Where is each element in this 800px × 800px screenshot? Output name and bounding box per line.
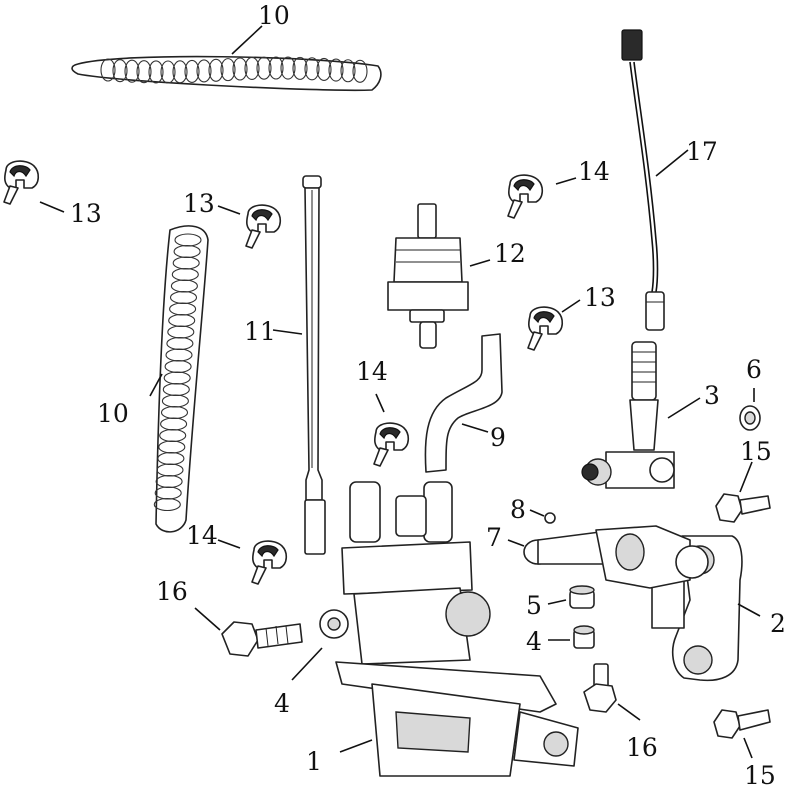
hose-ring bbox=[280, 56, 296, 80]
hose-ring bbox=[112, 59, 128, 83]
corrugated-hose-left bbox=[153, 225, 209, 533]
bent-hose bbox=[424, 333, 503, 473]
callout-5: 5 bbox=[526, 591, 542, 620]
hose-ring bbox=[256, 56, 272, 80]
hose-ring bbox=[196, 59, 212, 83]
hose-ring bbox=[304, 57, 320, 81]
bushing-4-left bbox=[319, 609, 349, 639]
o-ring-small bbox=[544, 512, 556, 524]
hose-clip bbox=[507, 174, 544, 219]
hose-clip bbox=[3, 160, 40, 205]
hose-ring bbox=[316, 57, 332, 81]
bolt-upper bbox=[715, 493, 771, 523]
hose-ring bbox=[184, 59, 200, 83]
inline-filter bbox=[387, 203, 469, 349]
callout-4-right: 4 bbox=[526, 627, 542, 656]
bushing-4-right bbox=[573, 625, 595, 649]
hose-ring bbox=[292, 56, 308, 80]
callout-14-left: 14 bbox=[186, 521, 218, 550]
hose-ring bbox=[328, 58, 344, 82]
hose-ring bbox=[352, 59, 368, 83]
hose-clip bbox=[527, 306, 564, 351]
hose-ring bbox=[268, 56, 284, 80]
hose-ring bbox=[220, 58, 236, 82]
hose-clip bbox=[373, 422, 410, 467]
main-pump-body bbox=[335, 481, 579, 777]
bolt-lower bbox=[713, 709, 771, 739]
callout-10-left: 10 bbox=[97, 399, 129, 428]
hose-ring bbox=[100, 58, 116, 82]
hose-ring bbox=[172, 60, 188, 84]
leader-lines bbox=[39, 25, 761, 759]
callout-2: 2 bbox=[770, 609, 786, 638]
callout-3: 3 bbox=[704, 381, 720, 410]
callout-10-top: 10 bbox=[258, 1, 290, 30]
callout-13-middle: 13 bbox=[183, 189, 215, 218]
hose-ring bbox=[136, 60, 152, 84]
actuator-arm bbox=[523, 525, 709, 589]
callout-17: 17 bbox=[686, 137, 718, 166]
callout-labels: 10 10 11 12 17 3 6 9 8 7 5 4 2 4 16 1 16… bbox=[70, 1, 786, 790]
vent-tube bbox=[302, 175, 326, 555]
callout-14-middle: 14 bbox=[356, 357, 388, 386]
hose-ring bbox=[208, 58, 224, 82]
hose-ring bbox=[160, 60, 176, 84]
hose-ring bbox=[153, 497, 181, 512]
callout-16-right: 16 bbox=[626, 733, 658, 762]
callout-13-left: 13 bbox=[70, 199, 102, 228]
hose-ring bbox=[232, 57, 248, 81]
callout-13-right: 13 bbox=[584, 283, 616, 312]
hose-ring bbox=[124, 59, 140, 83]
sensor-valve bbox=[581, 341, 675, 489]
callout-8: 8 bbox=[510, 495, 526, 524]
bolt-16-left bbox=[221, 621, 303, 657]
hose-ring bbox=[340, 59, 356, 83]
hose-ring bbox=[244, 56, 260, 81]
sealing-washer bbox=[739, 405, 761, 431]
callout-6: 6 bbox=[746, 355, 762, 384]
bushing-5 bbox=[569, 585, 595, 609]
callout-1: 1 bbox=[306, 747, 322, 776]
bolt-16-right bbox=[583, 663, 617, 713]
callout-7: 7 bbox=[486, 523, 502, 552]
callout-15-upper: 15 bbox=[740, 437, 772, 466]
hose-clip bbox=[245, 204, 282, 249]
hose-ring bbox=[148, 60, 164, 84]
callout-12: 12 bbox=[494, 239, 526, 268]
sensor-wire bbox=[621, 29, 665, 331]
callout-11: 11 bbox=[244, 317, 276, 346]
corrugated-hose-top bbox=[71, 55, 382, 92]
hose-clip bbox=[251, 540, 288, 585]
callout-9: 9 bbox=[490, 423, 506, 452]
callout-4-left: 4 bbox=[274, 689, 290, 718]
callout-14-top: 14 bbox=[578, 157, 610, 186]
callout-16-left: 16 bbox=[156, 577, 188, 606]
callout-15-lower: 15 bbox=[744, 761, 776, 790]
